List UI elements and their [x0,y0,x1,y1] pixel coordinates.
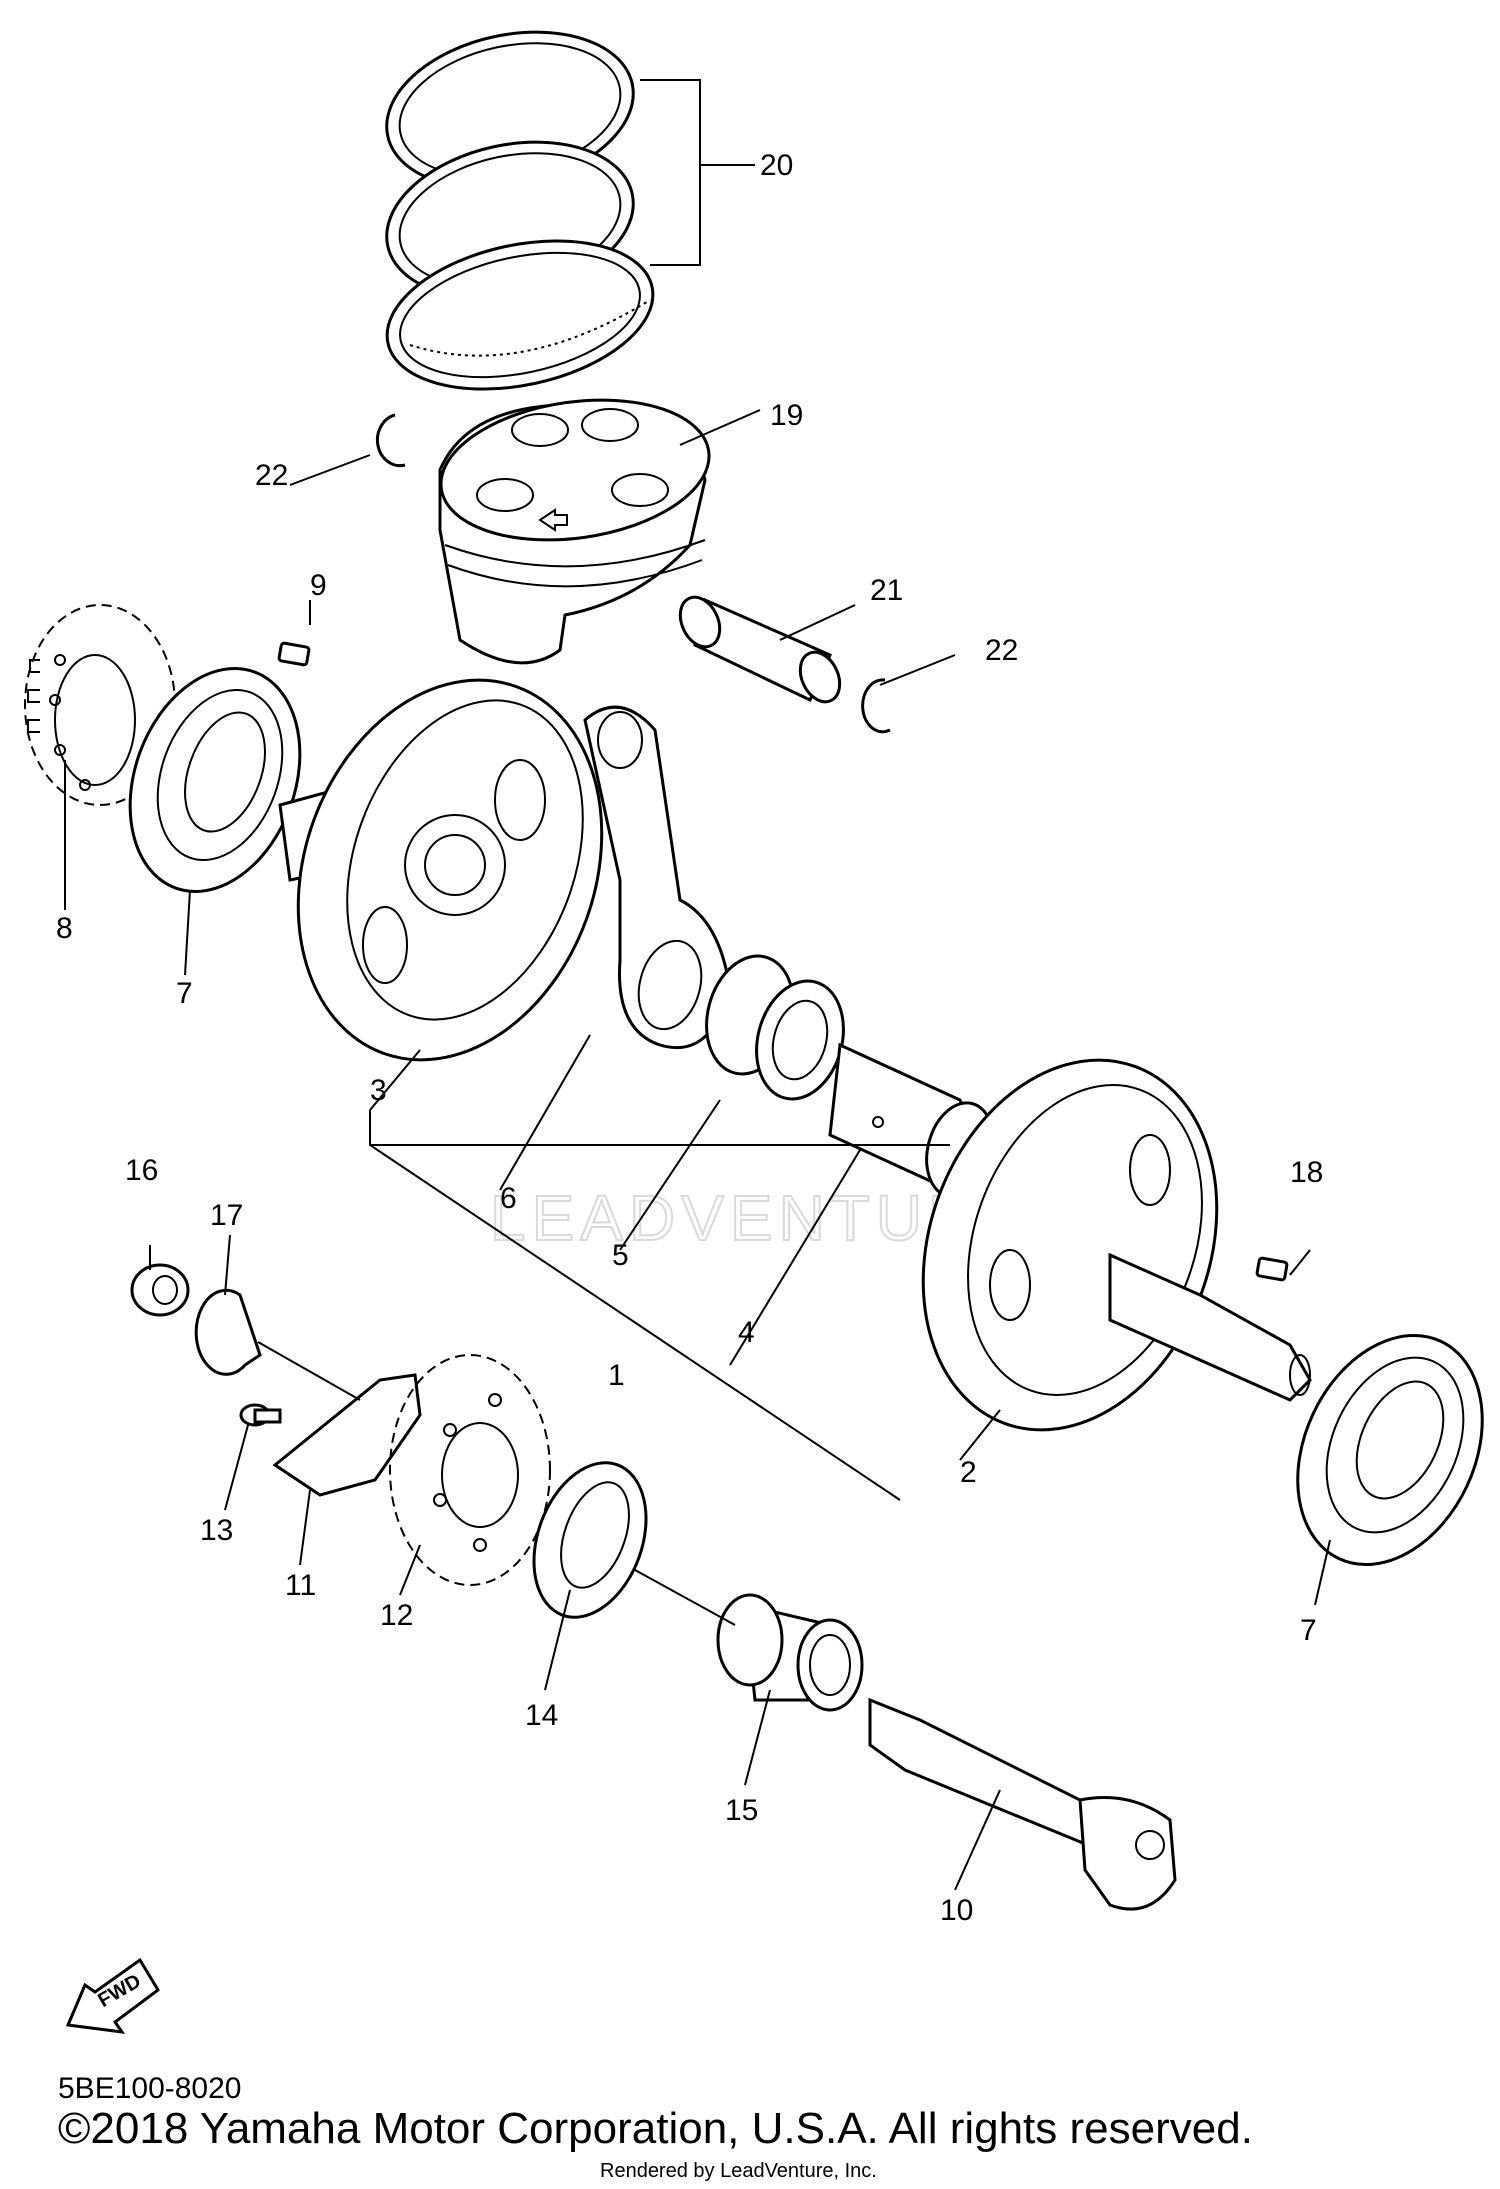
callout-7-right: 7 [1300,1614,1317,1647]
callout-1: 1 [608,1359,625,1392]
lock-washer [194,1288,262,1376]
callout-22-right: 22 [985,634,1018,667]
woodruff-key-9 [277,641,311,667]
diagram-code: 5BE100-8020 [58,2072,242,2105]
balancer-bearing [532,1461,648,1619]
big-end-bearing [705,954,845,1101]
connecting-rod [583,705,732,1050]
balancer-weight-plate [272,1373,422,1497]
bearing-right [1296,1333,1484,1567]
nut [130,1263,190,1317]
needle-bearing [716,1593,864,1712]
callout-4: 4 [738,1316,755,1349]
callout-5: 5 [612,1239,629,1272]
balancer-shaft [868,1697,1177,1911]
callout-6: 6 [500,1182,517,1215]
piston [438,398,711,665]
bolt [239,1403,282,1427]
callout-22-left: 22 [255,459,288,492]
callout-7-left: 7 [176,977,193,1010]
callout-18: 18 [1290,1156,1323,1189]
circlip-lower [861,678,891,734]
piston-pin [678,595,842,704]
callout-8: 8 [56,912,73,945]
callout-10: 10 [940,1894,973,1927]
callout-12: 12 [380,1599,413,1632]
callout-3: 3 [370,1074,387,1107]
part-callouts: 1 2 3 4 5 6 7 7 8 9 10 11 12 13 14 15 16… [56,149,1323,1927]
callout-9: 9 [310,569,327,602]
callout-14: 14 [525,1699,558,1732]
callout-16: 16 [125,1154,158,1187]
balancer-drive-gear [389,1354,551,1586]
callout-11: 11 [285,1569,316,1602]
crank-wheel-right [921,1058,1312,1432]
callout-21: 21 [870,574,903,607]
crank-wheel-left [278,678,604,1062]
bearing-left [128,667,302,893]
piston-rings [385,30,655,391]
callout-19: 19 [770,399,803,432]
callout-2: 2 [960,1456,977,1489]
rendered-by-credit: Rendered by LeadVenture, Inc. [600,2160,877,2182]
copyright-notice: ©2018 Yamaha Motor Corporation, U.S.A. A… [58,2104,1253,2153]
leader-lines [64,79,1331,1891]
woodruff-key-18 [1255,1256,1289,1282]
callout-15: 15 [725,1794,758,1827]
callout-17: 17 [210,1199,243,1232]
circlip-upper [375,413,406,468]
callout-13: 13 [200,1514,233,1547]
callout-20: 20 [760,149,793,182]
forward-direction-arrow: FWD [65,1957,160,2034]
